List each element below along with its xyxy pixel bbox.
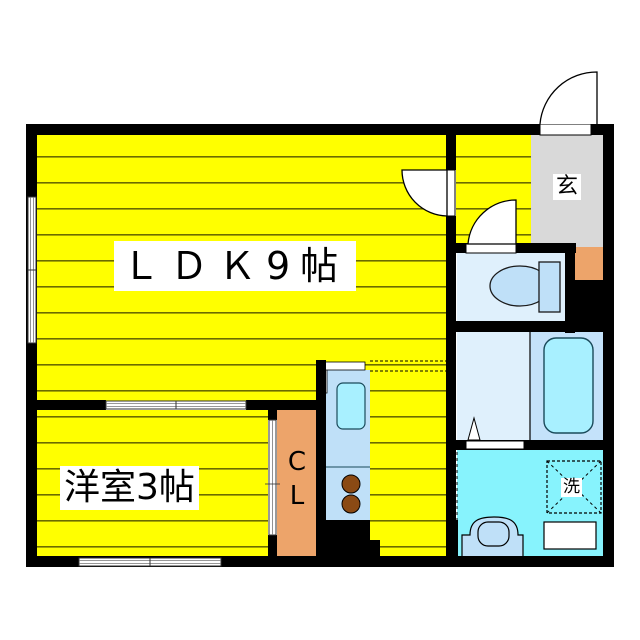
washing-machine-label: 洗 (561, 477, 582, 497)
bathtub-icon (543, 337, 594, 434)
sink-icon (336, 382, 366, 430)
ldk-room (37, 135, 450, 556)
closet-label-l: L (289, 481, 305, 511)
kitchen-counter (317, 360, 447, 520)
ldk-label: ＬＤＫ9帖 (114, 241, 357, 291)
closet-sliding-door (265, 419, 280, 536)
toilet-door (465, 199, 517, 254)
bathroom-room (457, 332, 530, 440)
ldk-door (401, 169, 456, 217)
stove-burner-icon (341, 474, 361, 494)
entrance-label: 玄 (553, 174, 582, 200)
closet-room (277, 410, 317, 556)
shoe-box (575, 247, 603, 280)
western-room-label: 洋室3帖 (60, 466, 199, 510)
bathroom-door (465, 440, 525, 450)
stove-burner-icon (341, 494, 361, 514)
toilet-tank-icon (538, 261, 561, 313)
closet-label-c: C (287, 447, 307, 477)
walls (26, 124, 614, 567)
front-door (539, 71, 598, 136)
window-mid (105, 400, 247, 410)
window-bottom (78, 557, 222, 567)
washing-machine-space (546, 460, 602, 514)
window-left (27, 196, 37, 344)
closet-label: C L (279, 445, 315, 513)
